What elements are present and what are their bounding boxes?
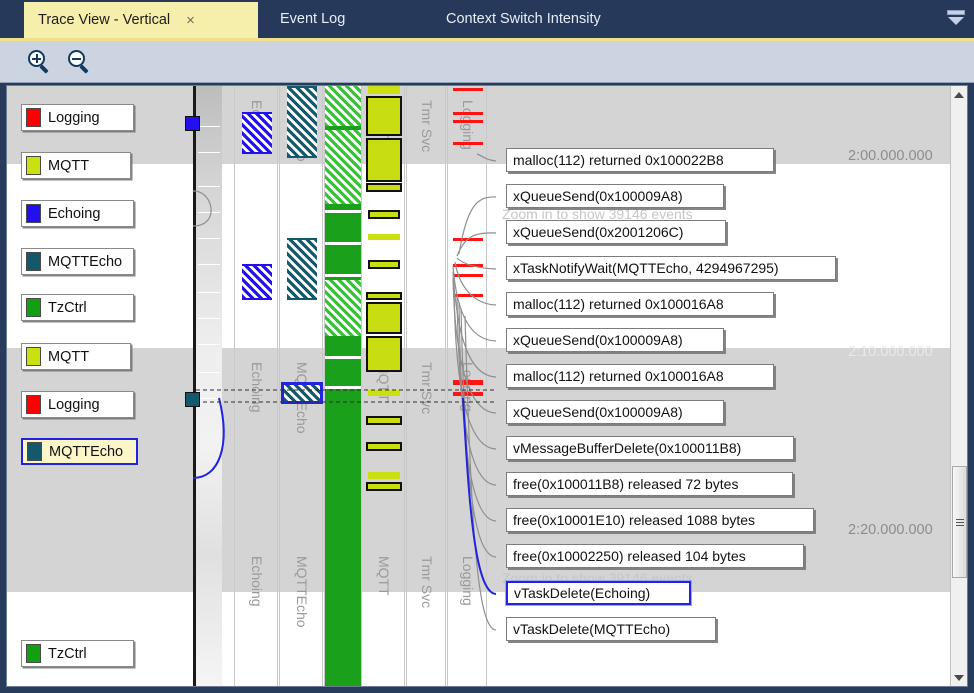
track-block bbox=[287, 86, 317, 158]
event-label[interactable]: malloc(112) returned 0x100016A8 bbox=[506, 364, 774, 388]
color-swatch-icon bbox=[27, 442, 42, 461]
event-label[interactable]: malloc(112) returned 0x100022B8 bbox=[506, 148, 774, 172]
task-legend-pane: Logging MQTT Echoing MQTTEcho TzCtrl MQT… bbox=[7, 86, 193, 686]
track-column-tzctrl[interactable] bbox=[324, 86, 361, 686]
track-column-label: Tmr Svc bbox=[419, 556, 435, 609]
track-column-mqttecho[interactable]: MQTTEcho MQTTEcho MQTTEcho bbox=[279, 86, 323, 686]
legend-item-mqtt-2[interactable]: MQTT bbox=[21, 343, 131, 370]
tab-overflow-chevron-icon[interactable] bbox=[944, 8, 968, 30]
tab-label: Event Log bbox=[280, 11, 346, 27]
legend-item-label: TzCtrl bbox=[48, 645, 87, 662]
track-block bbox=[242, 112, 272, 154]
legend-item-label: MQTTEcho bbox=[49, 443, 124, 460]
track-block-selected[interactable] bbox=[281, 382, 323, 404]
timestamp-label: 2:20.000.000 bbox=[848, 522, 933, 538]
legend-divider bbox=[193, 86, 196, 686]
event-label[interactable]: malloc(112) returned 0x100016A8 bbox=[506, 292, 774, 316]
legend-item-label: MQTT bbox=[48, 157, 90, 174]
legend-item-logging[interactable]: Logging bbox=[21, 104, 134, 131]
color-swatch-icon bbox=[26, 108, 41, 127]
zoom-out-icon[interactable] bbox=[66, 49, 92, 75]
event-label[interactable]: xQueueSend(0x100009A8) bbox=[506, 400, 724, 424]
track-column-label: Logging bbox=[460, 362, 476, 412]
track-column-label: Echoing bbox=[249, 362, 265, 413]
event-label[interactable]: xQueueSend(0x2001206C) bbox=[506, 220, 726, 244]
event-label[interactable]: xTaskNotifyWait(MQTTEcho, 4294967295) bbox=[506, 256, 836, 280]
track-block bbox=[242, 264, 272, 300]
track-column-tmr-svc[interactable]: Tmr Svc Tmr Svc Tmr Svc bbox=[406, 86, 446, 686]
legend-connector-anchor-selected bbox=[185, 392, 200, 407]
track-column-label: MQTTEcho bbox=[294, 556, 310, 628]
tab-bar: Trace View - Vertical × Event Log Contex… bbox=[0, 0, 974, 38]
event-label[interactable]: vMessageBufferDelete(0x100011B8) bbox=[506, 436, 794, 460]
scroll-down-arrow-icon[interactable] bbox=[951, 669, 967, 686]
track-block bbox=[287, 238, 317, 300]
tab-label: Context Switch Intensity bbox=[446, 11, 601, 27]
track-column-echoing[interactable]: Echoing Echoing Echoing bbox=[234, 86, 278, 686]
color-swatch-icon bbox=[26, 156, 41, 175]
zoom-hint-text: Zoom in to show 39146 events bbox=[502, 206, 693, 222]
legend-band bbox=[7, 348, 193, 592]
color-swatch-icon bbox=[26, 644, 41, 663]
vertical-scrollbar[interactable] bbox=[950, 86, 967, 686]
trace-panel: Logging MQTT Echoing MQTTEcho TzCtrl MQT… bbox=[6, 85, 968, 687]
close-icon[interactable]: × bbox=[186, 11, 195, 29]
track-column-mqtt[interactable]: MQTT MQTT MQTT bbox=[361, 86, 405, 686]
track-column-label: MQTT bbox=[376, 556, 392, 596]
legend-item-label: Logging bbox=[48, 109, 100, 126]
timestamp-label: 2:00.000.000 bbox=[848, 148, 933, 164]
scrollbar-thumb[interactable] bbox=[952, 466, 967, 578]
event-label[interactable]: xQueueSend(0x100009A8) bbox=[506, 328, 724, 352]
track-column-label: Tmr Svc bbox=[419, 100, 435, 153]
event-label[interactable]: vTaskDelete(MQTTEcho) bbox=[506, 617, 716, 641]
timestamp-label: 2:10.000.000 bbox=[848, 344, 933, 360]
track-column-label: Logging bbox=[460, 556, 476, 606]
event-label-pane: 2:00.000.000 2:10.000.000 2:20.000.000 Z… bbox=[496, 86, 951, 686]
legend-item-mqttecho[interactable]: MQTTEcho bbox=[21, 248, 134, 275]
legend-item-label: MQTTEcho bbox=[48, 253, 123, 270]
event-label-selected[interactable]: vTaskDelete(Echoing) bbox=[506, 581, 691, 605]
tab-event-log[interactable]: Event Log bbox=[266, 2, 359, 36]
color-swatch-icon bbox=[26, 395, 41, 414]
legend-item-logging-2[interactable]: Logging bbox=[21, 391, 134, 418]
legend-item-mqttecho-selected[interactable]: MQTTEcho bbox=[21, 438, 138, 465]
color-swatch-icon bbox=[26, 347, 41, 366]
legend-item-tzctrl[interactable]: TzCtrl bbox=[21, 294, 134, 321]
legend-item-label: MQTT bbox=[48, 348, 90, 365]
track-column-label: Tmr Svc bbox=[419, 362, 435, 415]
track-column-logging[interactable]: Logging Logging Logging bbox=[447, 86, 487, 686]
trace-track-pane: Echoing Echoing Echoing MQTTEcho MQTTEch… bbox=[196, 86, 496, 686]
legend-connector-anchor bbox=[185, 116, 200, 131]
tab-context-switch-intensity[interactable]: Context Switch Intensity bbox=[432, 2, 615, 36]
event-label[interactable]: free(0x10002250) released 104 bytes bbox=[506, 544, 804, 568]
zoom-in-icon[interactable] bbox=[26, 49, 52, 75]
tab-underline bbox=[0, 38, 974, 41]
toolbar: 33.728.179 Sync View bbox=[0, 41, 974, 116]
legend-item-echoing[interactable]: Echoing bbox=[21, 200, 134, 227]
legend-item-label: Echoing bbox=[48, 205, 101, 222]
overview-minimap-column[interactable] bbox=[196, 86, 222, 686]
track-column-label: Echoing bbox=[249, 556, 265, 607]
legend-item-mqtt[interactable]: MQTT bbox=[21, 152, 131, 179]
scroll-up-arrow-icon[interactable] bbox=[951, 86, 967, 103]
legend-item-tzctrl-2[interactable]: TzCtrl bbox=[21, 640, 134, 667]
tab-label: Trace View - Vertical bbox=[38, 12, 171, 28]
tab-trace-view-vertical[interactable]: Trace View - Vertical × bbox=[24, 2, 258, 38]
legend-item-label: Logging bbox=[48, 396, 100, 413]
scrollbar-grip-icon bbox=[956, 517, 964, 527]
event-label[interactable]: free(0x10001E10) released 1088 bytes bbox=[506, 508, 814, 532]
legend-item-label: TzCtrl bbox=[48, 299, 87, 316]
color-swatch-icon bbox=[26, 298, 41, 317]
color-swatch-icon bbox=[26, 204, 41, 223]
event-label[interactable]: free(0x100011B8) released 72 bytes bbox=[506, 472, 793, 496]
color-swatch-icon bbox=[26, 252, 41, 271]
event-label[interactable]: xQueueSend(0x100009A8) bbox=[506, 184, 724, 208]
